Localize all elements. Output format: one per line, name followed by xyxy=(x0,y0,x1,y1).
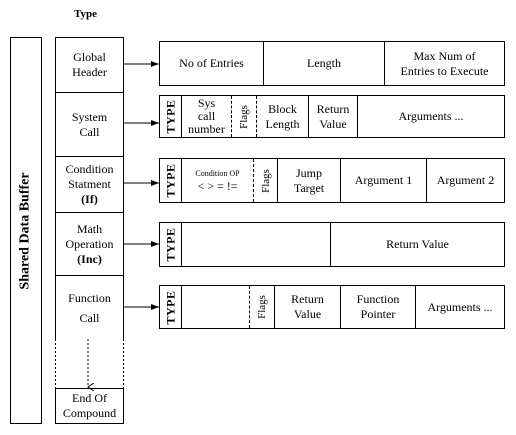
shared-data-buffer: Shared Data Buffer xyxy=(10,37,42,424)
flags-cell: Flags xyxy=(232,96,257,137)
flags-cell: Flags xyxy=(250,286,275,328)
row-math-operation: TYPE Return Value xyxy=(159,222,505,267)
no-of-entries-cell: No of Entries xyxy=(160,42,264,85)
type-cell: TYPE xyxy=(160,223,182,266)
condition-op-cell: Condition OP< > = != xyxy=(182,159,254,202)
argument-2-cell: Argument 2 xyxy=(436,173,495,187)
return-value-cell: Return Value xyxy=(386,237,449,251)
type-cell: TYPE xyxy=(160,286,182,328)
type-cell: TYPE xyxy=(160,159,182,202)
arguments-cell: Arguments ... xyxy=(398,109,464,123)
arguments-cell: Arguments ... xyxy=(427,299,493,314)
flags-cell: Flags xyxy=(254,159,278,202)
empty-cell xyxy=(182,223,331,266)
type-cell: TYPE xyxy=(160,96,182,137)
type-column-header: Type xyxy=(74,8,98,20)
argument-1-cell: Argument 1 xyxy=(341,159,427,202)
empty-cell xyxy=(182,286,250,328)
length-cell: Length xyxy=(264,42,385,85)
